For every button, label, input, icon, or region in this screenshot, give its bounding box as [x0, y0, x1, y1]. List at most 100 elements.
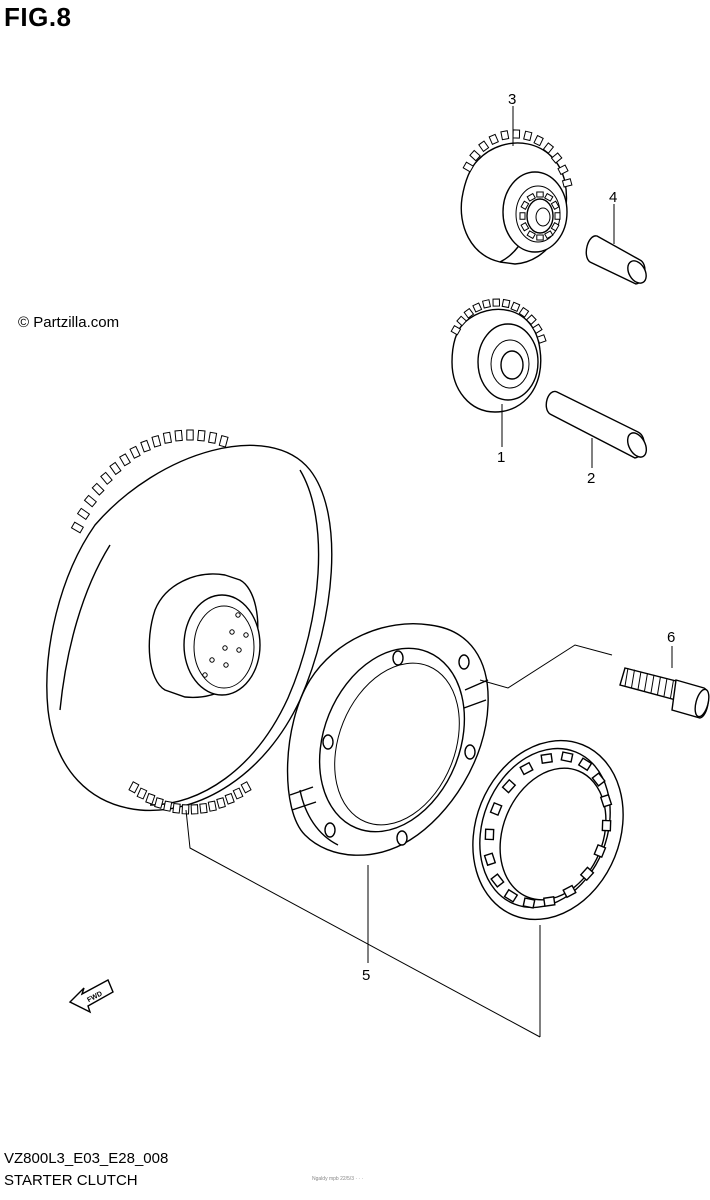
part-4-idle-gear-shaft[interactable] [585, 235, 650, 287]
pinion-tooth [536, 191, 544, 198]
gear-tooth [533, 134, 544, 147]
pinion-tooth [550, 222, 560, 232]
gear-tooth [481, 299, 491, 309]
part-6-bolt[interactable] [619, 667, 710, 719]
part-5-clutch-housing[interactable] [286, 623, 491, 856]
gear-tooth [512, 129, 521, 139]
gear-tooth [129, 445, 141, 459]
hub-hole [209, 657, 215, 663]
housing-bolt-hole [396, 830, 408, 846]
clutch-roller [519, 761, 534, 776]
callout-1: 1 [497, 449, 505, 466]
bolt-thread [644, 673, 648, 692]
gear-tooth [450, 325, 462, 336]
hub-hole [222, 645, 228, 651]
part-2-idle-gear-shaft[interactable] [545, 390, 650, 460]
gear-tooth [536, 334, 547, 344]
gear-tooth [523, 130, 533, 142]
pinion-tooth [550, 200, 560, 210]
pinion-tooth [526, 230, 536, 240]
gear-tooth [478, 140, 490, 153]
clutch-roller [601, 819, 612, 832]
housing-bolt-hole [464, 744, 476, 760]
gear-tooth [550, 152, 563, 164]
gear-tooth [91, 482, 105, 496]
gear-tooth [488, 133, 499, 145]
gear-tooth [492, 298, 501, 307]
housing-bolt-hole [392, 650, 404, 666]
clutch-roller [562, 884, 577, 899]
fwd-arrow-icon: FWD [68, 979, 114, 1014]
hub-hole [235, 612, 241, 618]
gear-tooth [181, 804, 190, 815]
gear-tooth [510, 301, 521, 312]
clutch-roller [522, 897, 536, 909]
hub-hole [243, 632, 249, 638]
part-1-idle-gear[interactable] [450, 298, 547, 413]
partzilla-watermark: © Partzilla.com [18, 314, 120, 331]
diagram-caption: STARTER CLUTCH [4, 1172, 138, 1189]
gear-tooth [208, 431, 218, 444]
gear-tooth [472, 302, 483, 313]
bolt-thread [670, 679, 674, 698]
bolt-thread [663, 678, 668, 697]
pinion-tooth [536, 234, 544, 241]
gear-tooth [163, 800, 173, 812]
clutch-roller [484, 828, 495, 841]
leader-lines [185, 106, 673, 1038]
gear-tooth [500, 130, 510, 141]
gear-tooth [145, 792, 156, 805]
clutch-roller [577, 757, 593, 772]
clutch-roller [560, 751, 574, 763]
hub-hole [236, 647, 242, 653]
gear-tooth [151, 434, 162, 448]
bolt-thread [637, 671, 642, 690]
gear-tooth [542, 142, 555, 154]
gear-tooth [240, 781, 252, 794]
bolt-thread [624, 667, 629, 687]
gear-tooth [109, 461, 122, 476]
gear-tooth [561, 178, 573, 188]
gear-tooth [462, 161, 474, 173]
callout-5: 5 [362, 967, 370, 984]
gear-tooth [83, 494, 98, 508]
pinion-tooth [519, 212, 526, 220]
gear-tooth [174, 429, 183, 442]
gear-tooth [128, 781, 140, 794]
clutch-roller [483, 852, 497, 867]
gear-tooth [154, 797, 164, 809]
clutch-roller [593, 843, 607, 859]
gear-tooth [172, 802, 181, 814]
clutch-roller [489, 801, 503, 817]
clutch-roller [490, 873, 505, 888]
gear-tooth [525, 314, 537, 326]
gear-tooth [456, 315, 468, 327]
gear-tooth [162, 431, 172, 444]
hub-hole [223, 662, 229, 668]
gear-tooth [469, 149, 481, 162]
gear-tooth [224, 792, 235, 805]
gear-tooth [207, 800, 217, 812]
housing-bolt-hole [322, 734, 334, 750]
callout-2: 2 [587, 470, 595, 487]
clutch-roller [501, 778, 517, 794]
gear-tooth [557, 164, 569, 176]
pinion-tooth [544, 230, 554, 240]
clutch-roller [543, 896, 556, 907]
one-way-clutch-cage[interactable] [447, 718, 649, 943]
housing-bolt-hole [324, 822, 336, 838]
starter-driven-gear[interactable] [46, 429, 333, 815]
gear-tooth [136, 787, 148, 800]
gear-tooth [197, 429, 206, 442]
pinion-tooth [544, 192, 554, 202]
gear-tooth [518, 306, 530, 318]
part-3-idle-gear[interactable] [460, 129, 573, 265]
gear-tooth [199, 802, 208, 814]
gear-tooth [76, 507, 91, 521]
gear-tooth [70, 521, 84, 534]
model-code: VZ800L3_E03_E28_008 [4, 1150, 169, 1167]
callout-4: 4 [609, 189, 617, 206]
callout-3: 3 [508, 91, 516, 108]
pinion-tooth [554, 212, 561, 220]
